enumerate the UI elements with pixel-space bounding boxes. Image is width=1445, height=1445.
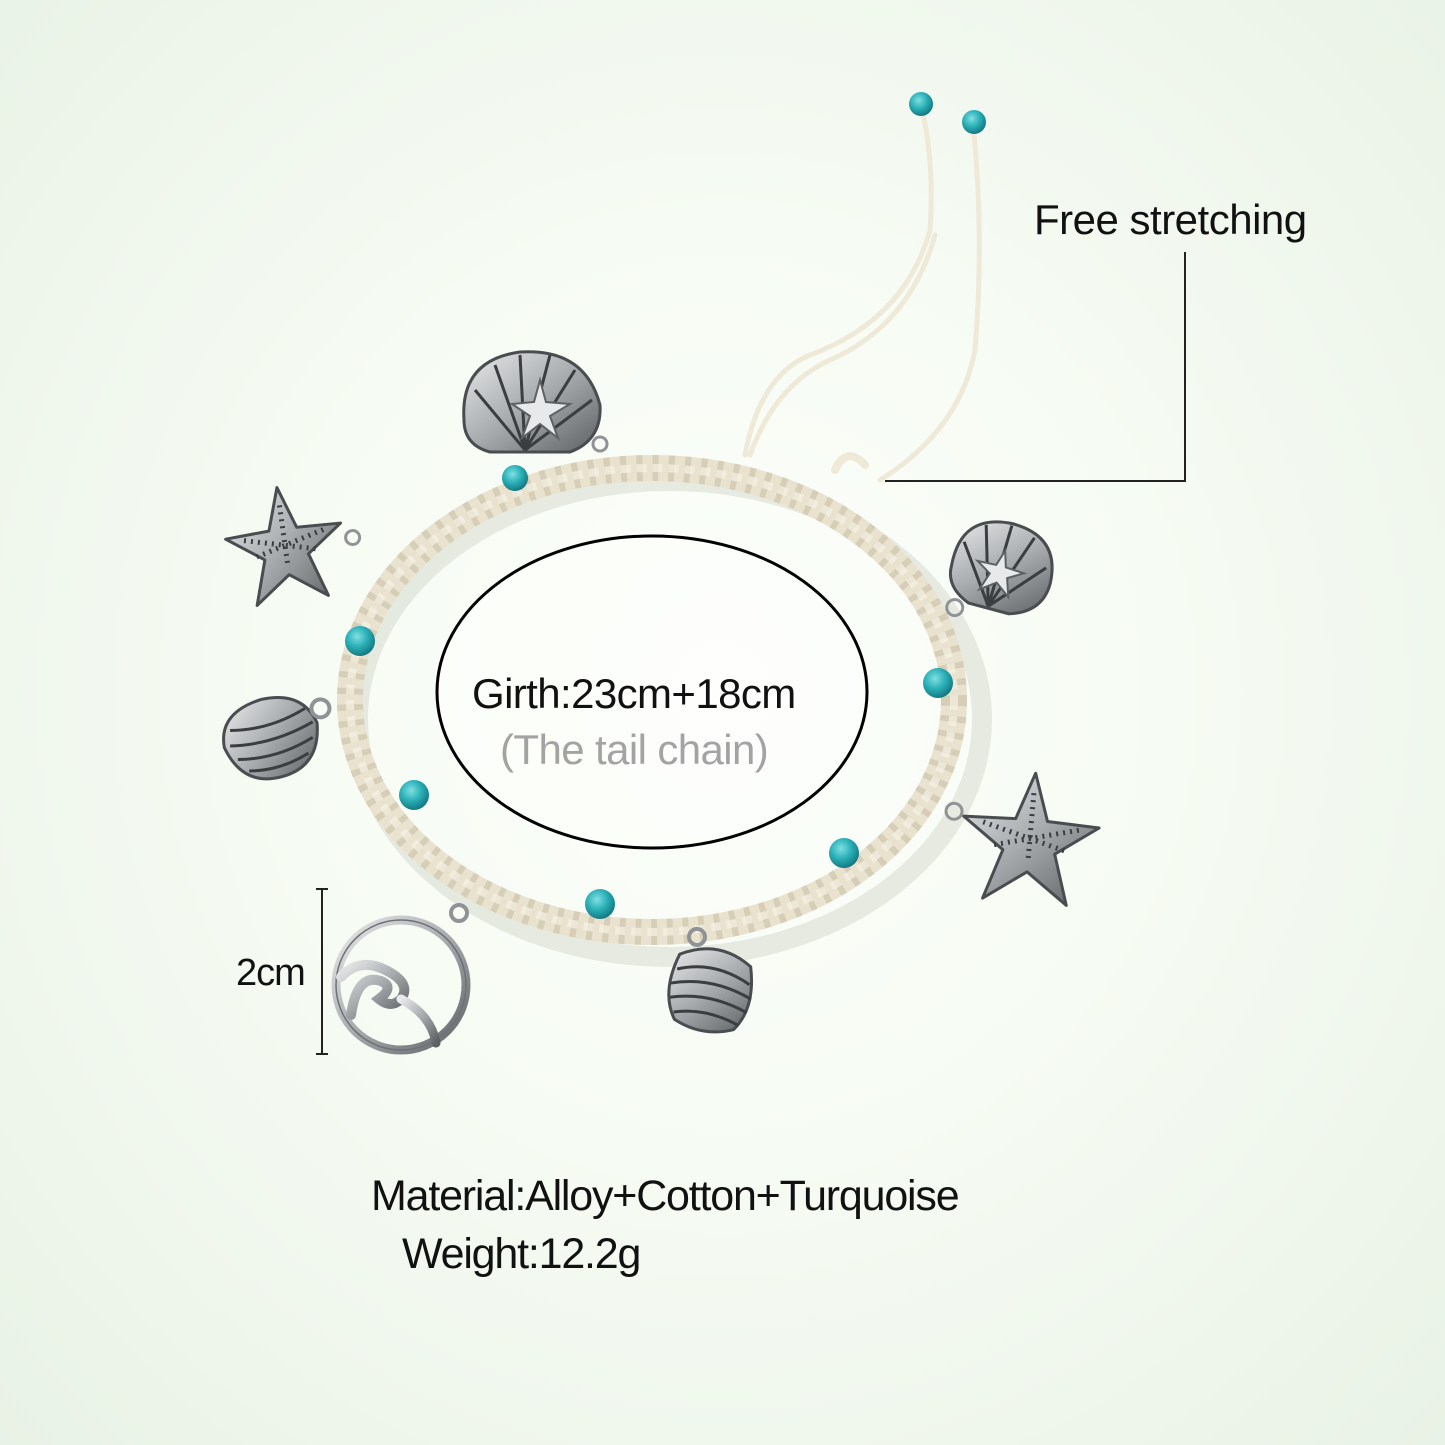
clam-shell-charm-bottom (667, 926, 753, 1034)
scallop-shell-charm-right (945, 520, 1054, 618)
charm-size-bar (316, 888, 328, 1055)
charm-size-label: 2cm (236, 952, 306, 994)
turquoise-beads (345, 465, 953, 919)
weight-label: Weight:12.2g (402, 1230, 641, 1278)
bracelet-cord-highlight (346, 464, 958, 936)
material-label: Material:Alloy+Cotton+Turquoise (371, 1172, 960, 1220)
starfish-charm-upper-left (224, 486, 362, 607)
tail-cords (742, 97, 982, 483)
scallop-shell-charm-top (462, 350, 609, 454)
tail-bead-right (962, 110, 986, 134)
tail-bead-left (909, 92, 933, 116)
girth-note-label: (The tail chain) (500, 726, 769, 773)
wave-circle-charm (331, 903, 471, 1055)
starfish-charm-lower-right (944, 771, 1101, 907)
girth-label: Girth:23cm+18cm (472, 670, 796, 717)
clam-shell-charm-left (222, 695, 332, 781)
free-stretching-connector-line (885, 252, 1186, 482)
free-stretching-label: Free stretching (1034, 196, 1307, 243)
girth-oval (435, 534, 869, 850)
